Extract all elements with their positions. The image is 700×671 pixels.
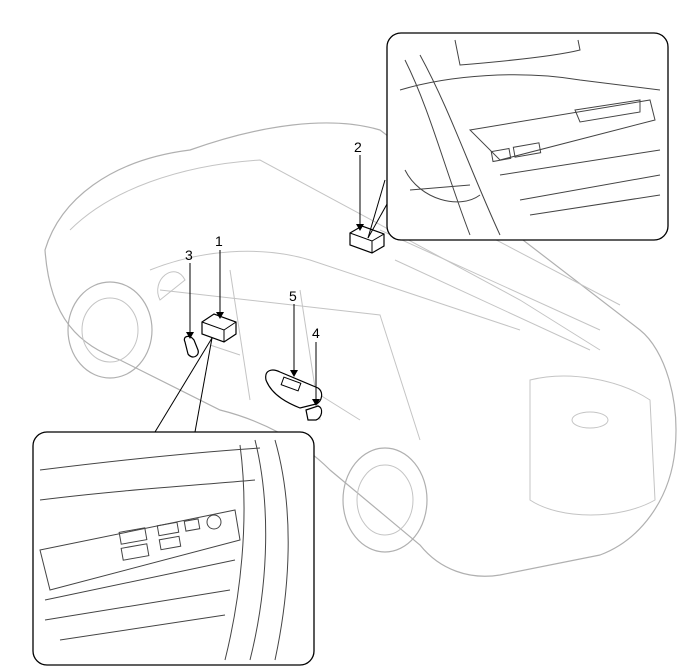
detail-inset-passenger-door: [386, 32, 669, 241]
leader-lines: [154, 155, 406, 433]
part-5-switch: [265, 369, 323, 409]
vehicle-outline: [44, 122, 677, 577]
callout-2: 2: [354, 139, 362, 155]
callout-4: 4: [312, 325, 320, 341]
part-4-bulb: [305, 405, 323, 421]
callout-3: 3: [185, 247, 193, 263]
part-3-bulb: [183, 335, 199, 358]
callout-5: 5: [289, 288, 297, 304]
part-2-module: [349, 225, 385, 254]
part-1-module: [201, 313, 237, 343]
detail-inset-driver-door: [32, 431, 315, 666]
callout-1: 1: [215, 233, 223, 249]
